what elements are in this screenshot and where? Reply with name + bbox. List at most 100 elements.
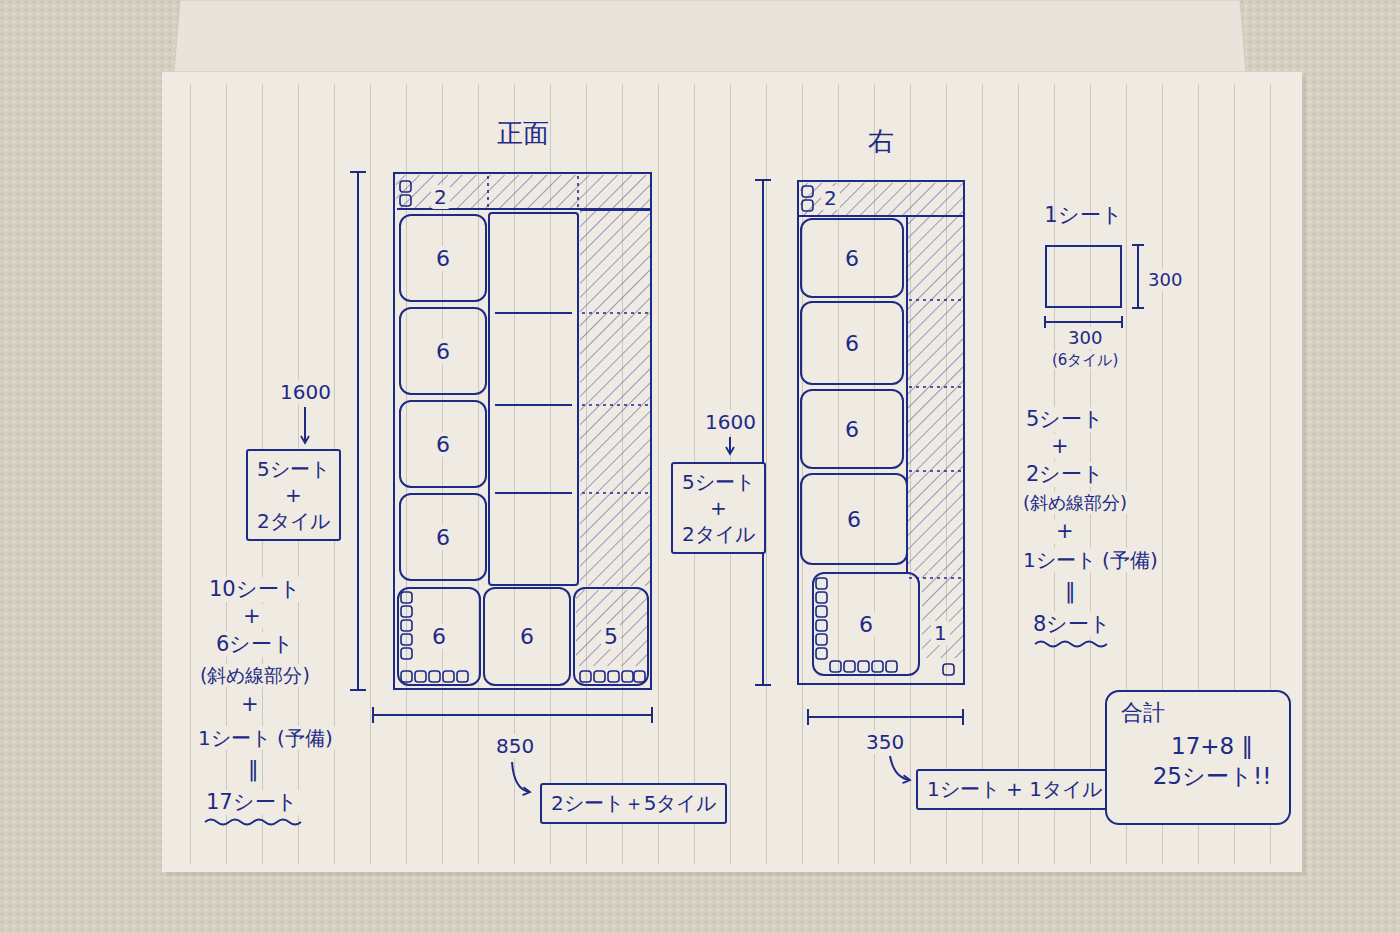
tile-sheet: 6 bbox=[800, 301, 904, 385]
sheet-count: 6 bbox=[517, 624, 537, 649]
tile-sheet: 6 bbox=[800, 218, 904, 298]
dimension-box: 5シート + 2タイル bbox=[246, 449, 341, 541]
small-tile bbox=[886, 661, 897, 672]
dimension-line bbox=[357, 172, 359, 690]
page-curl bbox=[174, 0, 1246, 72]
tile-sheet: 6 bbox=[800, 473, 908, 565]
dimension-line bbox=[808, 716, 963, 718]
small-tile bbox=[400, 195, 411, 206]
annotation: 2 bbox=[821, 186, 840, 210]
wall-heading: 正面 bbox=[497, 116, 549, 151]
dimension-tick bbox=[962, 709, 964, 725]
sheet-count: 6 bbox=[856, 612, 876, 637]
sheet-count: 6 bbox=[429, 624, 449, 649]
annotation: 2 bbox=[431, 185, 450, 209]
annotation: 350 bbox=[863, 730, 907, 754]
wall-divisions bbox=[397, 209, 963, 585]
dotted-line bbox=[909, 577, 961, 579]
dotted-lines bbox=[488, 176, 961, 578]
small-tile bbox=[816, 620, 827, 631]
sheet-sample: 1シート bbox=[1045, 245, 1122, 308]
small-tile bbox=[622, 671, 633, 682]
hatch-column bbox=[908, 217, 963, 571]
small-tile bbox=[872, 661, 883, 672]
dotted-line bbox=[582, 404, 648, 406]
dotted-line bbox=[487, 176, 489, 207]
annotation: 5シート bbox=[1023, 407, 1107, 432]
annotation: 17シート bbox=[203, 790, 301, 815]
pointer-arrow bbox=[890, 756, 910, 780]
hatch-strip bbox=[396, 175, 650, 208]
dimension-tick bbox=[350, 689, 366, 691]
small-tile bbox=[816, 606, 827, 617]
dimension-tick bbox=[1044, 316, 1046, 328]
total-box: 合計17+8 ‖ 25シート!! bbox=[1105, 690, 1291, 825]
small-tile bbox=[634, 671, 645, 682]
small-tile bbox=[429, 671, 440, 682]
sheet-summary: 5シート + 2タイル bbox=[682, 469, 755, 547]
small-tile bbox=[844, 661, 855, 672]
dimension-tick bbox=[1132, 307, 1144, 309]
sheet-count: 6 bbox=[433, 246, 453, 271]
dotted-line bbox=[577, 176, 579, 207]
hatch-corner bbox=[922, 572, 963, 658]
annotation: 300 bbox=[1065, 327, 1105, 349]
dotted-line bbox=[909, 470, 961, 472]
wavy-underline bbox=[205, 820, 301, 825]
tile-sheet: 6 bbox=[399, 307, 487, 395]
annotation: 1シート (予備) bbox=[195, 726, 336, 750]
dimension-tick bbox=[755, 179, 771, 181]
notebook-page bbox=[162, 72, 1302, 872]
dimension-box: 5シート + 2タイル bbox=[671, 462, 766, 554]
wavy-underlines bbox=[205, 642, 1107, 825]
dimension-line bbox=[373, 714, 652, 716]
dotted-line bbox=[909, 299, 961, 301]
small-tile bbox=[401, 648, 412, 659]
annotation: + bbox=[238, 692, 262, 717]
hatch-strip bbox=[800, 183, 963, 215]
hatch-column bbox=[580, 210, 650, 586]
tile-sheet: 6 bbox=[800, 389, 904, 469]
sheet-count: 6 bbox=[433, 432, 453, 457]
small-tile bbox=[816, 648, 827, 659]
pointer-arrow bbox=[304, 407, 306, 443]
annotation: 1シート (予備) bbox=[1020, 548, 1161, 572]
wall-elevation: 右66666 bbox=[797, 180, 965, 685]
division-line bbox=[495, 492, 572, 494]
sheet-heading: 1シート bbox=[1044, 201, 1122, 229]
sheet-summary: 2シート＋5タイル bbox=[551, 790, 716, 817]
small-tile bbox=[401, 620, 412, 631]
dotted-line bbox=[582, 312, 648, 314]
small-tile bbox=[943, 664, 954, 675]
annotation: (6タイル) bbox=[1049, 351, 1121, 369]
annotation: ‖ bbox=[1062, 579, 1079, 604]
dimension-tick bbox=[372, 707, 374, 723]
sheet-count: 5 bbox=[601, 624, 621, 649]
small-tile bbox=[457, 671, 468, 682]
annotation: + bbox=[1053, 519, 1077, 544]
small-tile bbox=[401, 634, 412, 645]
small-tile bbox=[802, 186, 813, 197]
tile-sheet: 6 bbox=[399, 400, 487, 488]
division-line bbox=[495, 312, 572, 314]
annotation: 1600 bbox=[702, 410, 759, 434]
small-tile bbox=[401, 592, 412, 603]
tile-sheet: 6 bbox=[397, 587, 481, 686]
annotation: 10シート bbox=[206, 577, 304, 602]
annotation: 300 bbox=[1145, 269, 1185, 291]
division-line bbox=[495, 404, 572, 406]
dimension-tick bbox=[1132, 244, 1144, 246]
small-tile bbox=[816, 634, 827, 645]
sheet-count: 6 bbox=[844, 507, 864, 532]
annotation: 850 bbox=[493, 734, 537, 758]
tile-sheet: 6 bbox=[812, 572, 920, 676]
sheet-count: 6 bbox=[842, 331, 862, 356]
hatch-corner bbox=[576, 590, 647, 666]
sheet-count: 6 bbox=[842, 417, 862, 442]
tile-sheet: 5 bbox=[573, 587, 649, 686]
small-tile bbox=[608, 671, 619, 682]
annotation: (斜め線部分) bbox=[197, 664, 313, 687]
tile-sheet: 6 bbox=[399, 214, 487, 302]
